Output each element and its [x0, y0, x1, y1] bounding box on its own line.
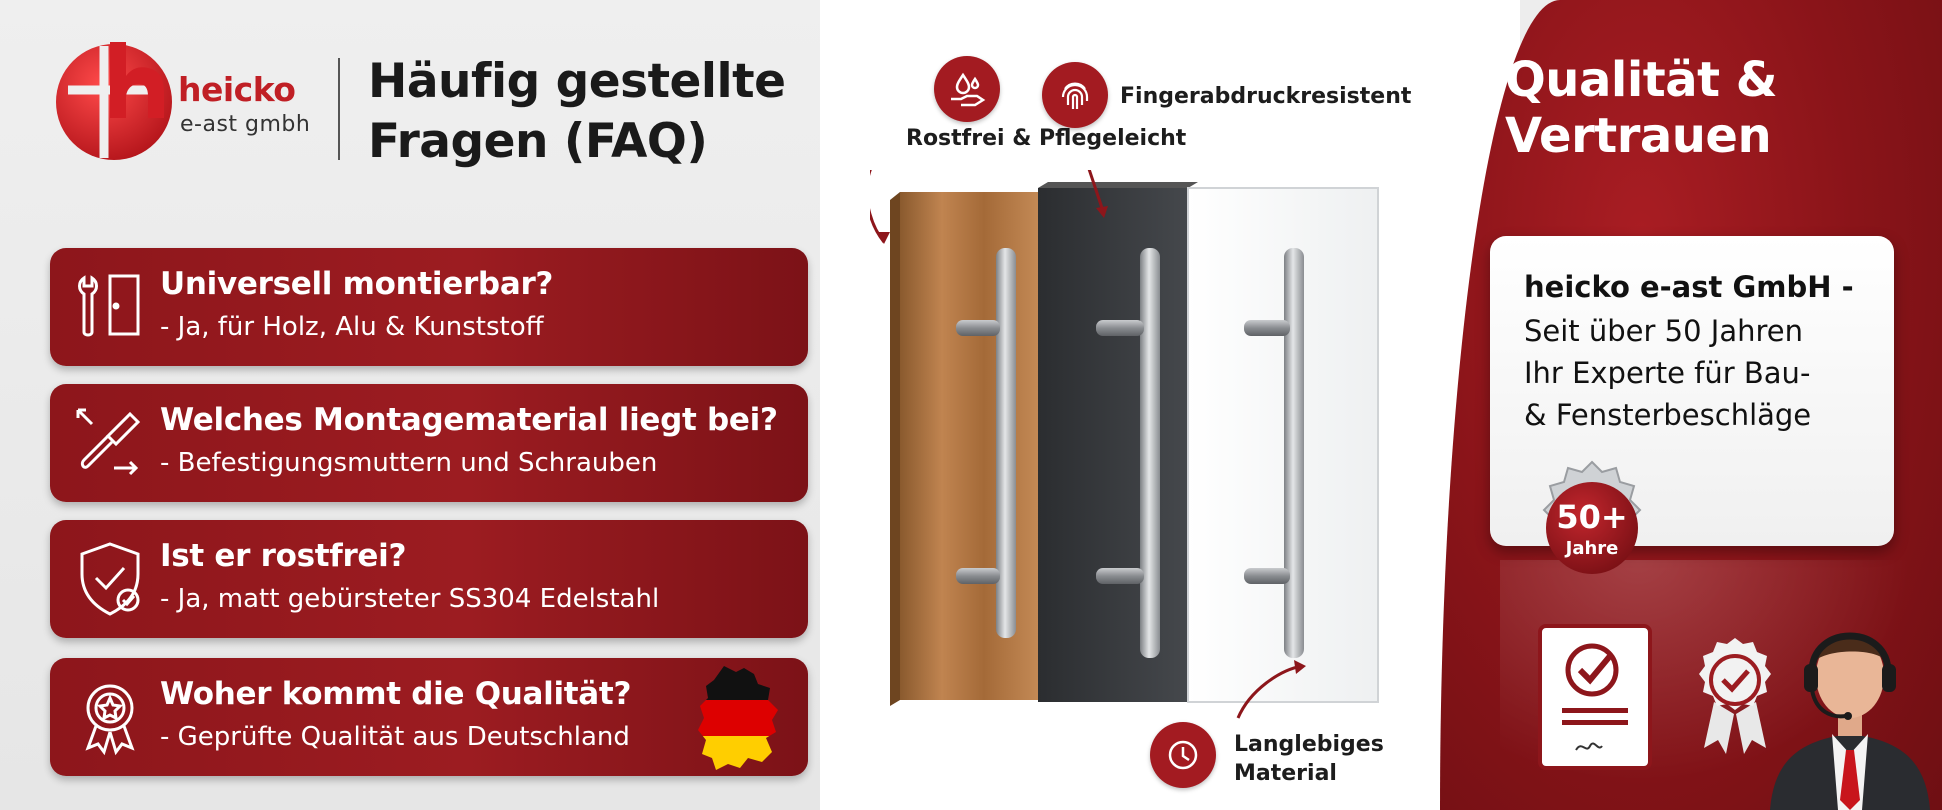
screwdriver-icon	[76, 408, 141, 476]
heicko-logo-icon	[56, 42, 172, 160]
badge-label: Jahre	[1565, 538, 1619, 559]
faq-question: Ist er rostfrei?	[160, 538, 407, 574]
quality-medal-icon	[85, 684, 135, 756]
germany-flag-map-icon	[698, 666, 778, 770]
brand-logo: heicko e-ast gmbh	[50, 36, 340, 166]
faq-item: Woher kommt die Qualität? - Geprüfte Qua…	[50, 658, 808, 776]
fingerprint-callout-label: Fingerabdruckresistent	[1120, 84, 1412, 109]
rustfree-callout-icon	[934, 56, 1000, 122]
shield-check-icon	[80, 542, 140, 616]
faq-title: Häufig gestellte Fragen (FAQ)	[368, 54, 786, 169]
logo-divider	[338, 58, 340, 160]
faq-answer: - Ja, für Holz, Alu & Kunststoff	[160, 312, 544, 342]
badge-number: 50+	[1556, 498, 1628, 536]
faq-item: Ist er rostfrei? - Ja, matt gebürsteter …	[50, 520, 808, 638]
company-headline: heicko e-ast GmbH -	[1524, 270, 1854, 304]
faq-answer: - Ja, matt gebürsteter SS304 Edelstahl	[160, 584, 660, 614]
badge-rosette-icon	[1542, 460, 1642, 574]
durable-callout-label: Langlebiges Material	[1234, 732, 1384, 786]
faq-question: Universell montierbar?	[160, 266, 554, 302]
certificate-icon	[1538, 624, 1652, 770]
company-info-line: & Fensterbeschläge	[1524, 398, 1812, 432]
fingerprint-icon	[1042, 62, 1108, 128]
quality-title: Qualität & Vertrauen	[1505, 52, 1778, 164]
quality-seal-icon	[1699, 638, 1771, 754]
rustfree-callout-label: Rostfrei & Pflegeleicht	[906, 126, 1187, 151]
faq-item: Universell montierbar? - Ja, für Holz, A…	[50, 248, 808, 366]
faq-question: Woher kommt die Qualität?	[160, 676, 632, 712]
faq-answer: - Befestigungsmuttern und Schrauben	[160, 448, 658, 478]
clock-icon	[1150, 722, 1216, 788]
faq-question: Welches Montagematerial liegt bei?	[160, 402, 778, 438]
company-info-line: Seit über 50 Jahren	[1524, 314, 1803, 348]
support-agent-icon	[1770, 632, 1930, 810]
years-badge: 50+ Jahre	[1524, 460, 1660, 596]
faq-answer: - Geprüfte Qualität aus Deutschland	[160, 722, 630, 752]
brand-subtitle: e-ast gmbh	[180, 112, 311, 137]
wrench-door-icon	[78, 274, 140, 337]
brand-name: heicko	[178, 70, 296, 109]
faq-item: Welches Montagematerial liegt bei? - Bef…	[50, 384, 808, 502]
door-handle-product-image	[870, 170, 1379, 719]
company-info-line: Ihr Experte für Bau-	[1524, 356, 1811, 390]
